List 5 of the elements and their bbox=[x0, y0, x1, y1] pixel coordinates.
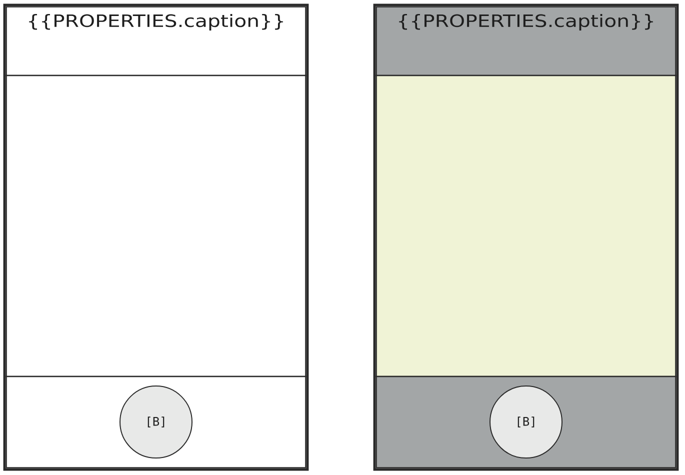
round-button: [B] bbox=[490, 386, 562, 458]
header-bar: {{PROPERTIES.caption}} bbox=[6, 6, 306, 76]
header-bar: {{PROPERTIES.caption}} bbox=[376, 6, 676, 76]
content-area bbox=[376, 74, 676, 378]
round-button: [B] bbox=[120, 386, 192, 458]
